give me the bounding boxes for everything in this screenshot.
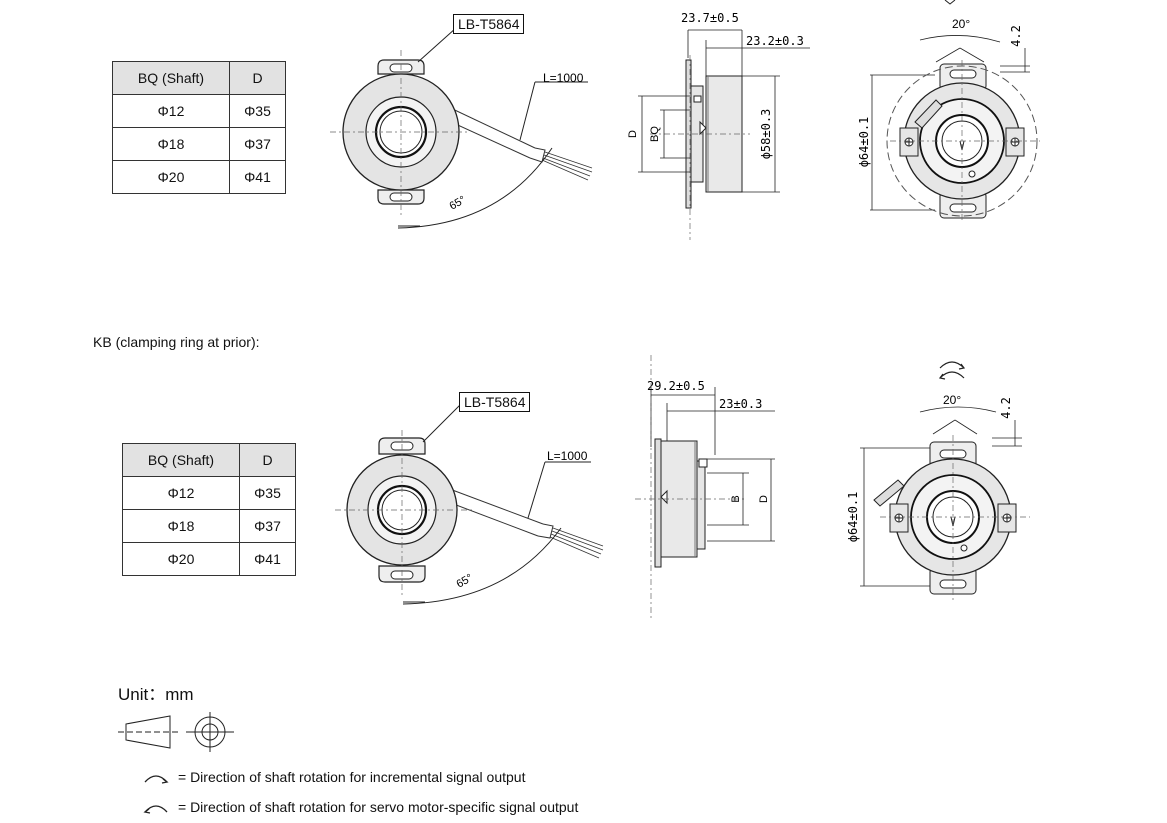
dim-body-length: 23±0.3 (719, 397, 762, 411)
table-cell: Φ37 (239, 509, 296, 543)
projection-symbol-icon (118, 712, 234, 752)
front-offset-label: 4.2 (999, 397, 1013, 419)
shaft-dimension-table-bottom: BQ (Shaft) D Φ12 Φ35 Φ18 Φ37 Φ20 Φ41 (122, 443, 296, 576)
dim-total-length: 29.2±0.5 (647, 379, 705, 393)
table-cell: Φ12 (112, 94, 230, 128)
table-cell: Φ18 (112, 127, 230, 161)
rotation-arrows-icon (938, 361, 966, 380)
table-cell: Φ12 (122, 476, 240, 510)
front-angle-label: 20° (952, 17, 970, 31)
model-label-bottom: LB-T5864 (459, 392, 531, 412)
legend-incremental-text: = Direction of shaft rotation for increm… (178, 769, 526, 785)
shaft-dimension-table-top: BQ (Shaft) D Φ12 Φ35 Φ18 Φ37 Φ20 Φ41 (112, 61, 286, 194)
dim-label-b: B (730, 495, 742, 502)
unit-label: Unit：mm (118, 685, 194, 704)
table-row: Φ18 Φ37 (122, 509, 296, 543)
legend-servo-text: = Direction of shaft rotation for servo … (178, 799, 579, 815)
cable-angle-label: 65° (455, 572, 475, 591)
table-row: Φ18 Φ37 (112, 127, 286, 161)
dim-label-d: D (627, 130, 639, 138)
table-cell: Φ41 (229, 160, 286, 194)
clockwise-arrow-icon (144, 775, 169, 784)
kb-section-caption: KB (clamping ring at prior): (93, 334, 260, 350)
encoder-side-view-bottom: 29.2±0.5 23±0.3 B D (635, 355, 775, 620)
cable-angle-label: 65° (448, 194, 468, 213)
encoder-front-view-bottom: 20° 4.2 ϕ64±0.1 (846, 361, 1030, 600)
encoder-cable-view-bottom: 65° L=1000 (335, 403, 604, 605)
model-label-top: LB-T5864 (453, 14, 525, 34)
legend-incremental: = Direction of shaft rotation for increm… (142, 769, 525, 785)
dim-label-d: D (758, 495, 770, 503)
table-header-shaft: BQ (Shaft) (122, 443, 240, 477)
table-cell: Φ35 (239, 476, 296, 510)
legend-servo: = Direction of shaft rotation for servo … (142, 799, 578, 815)
table-cell: Φ35 (229, 94, 286, 128)
front-diameter-label: ϕ64±0.1 (857, 117, 871, 168)
table-cell: Φ37 (229, 127, 286, 161)
cable-length-label: L=1000 (547, 449, 588, 463)
table-header-d: D (239, 443, 296, 477)
dim-diameter-58: ϕ58±0.3 (759, 109, 773, 160)
front-angle-label: 20° (943, 393, 961, 407)
table-row: Φ20 Φ41 (122, 542, 296, 576)
table-cell: Φ41 (239, 542, 296, 576)
table-header-shaft: BQ (Shaft) (112, 61, 230, 95)
table-cell: Φ18 (122, 509, 240, 543)
dim-total-length: 23.7±0.5 (681, 11, 739, 25)
front-offset-label: 4.2 (1009, 25, 1023, 47)
table-row: Φ12 Φ35 (122, 476, 296, 510)
dim-label-bq: BQ (649, 126, 661, 142)
cable-length-label: L=1000 (543, 71, 584, 85)
front-diameter-label: ϕ64±0.1 (846, 492, 860, 543)
dim-body-length: 23.2±0.3 (746, 34, 804, 48)
encoder-front-view-top: 20° 4.2 ϕ64±0.1 (857, 0, 1040, 222)
encoder-cable-view-top: 65° L=1000 (330, 27, 593, 229)
table-row: Φ20 Φ41 (112, 160, 286, 194)
table-row: Φ12 Φ35 (112, 94, 286, 128)
counterclockwise-arrow-icon (143, 805, 168, 814)
table-cell: Φ20 (122, 542, 240, 576)
encoder-side-view-top: 23.7±0.5 23.2±0.3 D BQ ϕ58±0.3 (627, 11, 810, 240)
table-header-d: D (229, 61, 286, 95)
table-cell: Φ20 (112, 160, 230, 194)
